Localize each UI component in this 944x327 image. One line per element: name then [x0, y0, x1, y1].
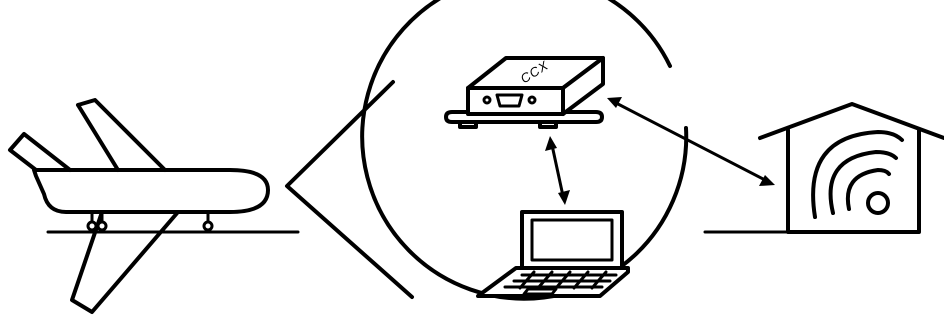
- wifi-dot: [866, 191, 890, 215]
- magnifier-cone: [285, 80, 414, 299]
- ccx-foot-left: [458, 120, 478, 129]
- house-body: [786, 128, 921, 234]
- laptop-keyboard: [503, 270, 618, 290]
- ccx-side-face: [561, 56, 605, 116]
- wifi-arc-middle: [828, 150, 898, 215]
- ccx-serial-port: [495, 93, 524, 108]
- ccx-front-face: [466, 86, 565, 116]
- airplane-lower-wing: [70, 210, 180, 314]
- ccx-foot-right: [538, 120, 558, 129]
- laptop-trackpad: [522, 287, 558, 296]
- laptop-screen: [530, 218, 614, 262]
- airplane-tail: [8, 132, 72, 172]
- magnifier-circle: [360, 0, 689, 301]
- laptop-icon: [476, 210, 630, 298]
- arrow-device-laptop-line: [550, 143, 565, 198]
- magnifier-callout: [285, 0, 689, 301]
- double-arrow-icon: [607, 97, 775, 186]
- airplane-icon: [8, 98, 300, 314]
- airplane-landing-gear: [86, 210, 214, 232]
- double-arrow-icon: [545, 136, 570, 205]
- wifi-arc-outer: [811, 130, 904, 219]
- ccx-port-dot-left: [482, 95, 492, 105]
- house-roof: [758, 102, 944, 140]
- airplane-upper-wing: [76, 98, 167, 172]
- arrow-device-laptop-head-bottom: [558, 190, 570, 205]
- airplane-fuselage: [32, 168, 270, 214]
- wifi-arc-inner: [845, 168, 891, 211]
- ccx-port-dot-right: [527, 95, 537, 105]
- house-wifi-icon: [703, 102, 944, 234]
- arrow-device-laptop-head-top: [545, 136, 557, 151]
- arrow-device-house-head-left: [607, 97, 622, 108]
- arrow-device-house-line: [616, 102, 767, 182]
- ccx-device-icon: CCX: [444, 56, 605, 129]
- arrow-device-house-head-right: [759, 175, 775, 186]
